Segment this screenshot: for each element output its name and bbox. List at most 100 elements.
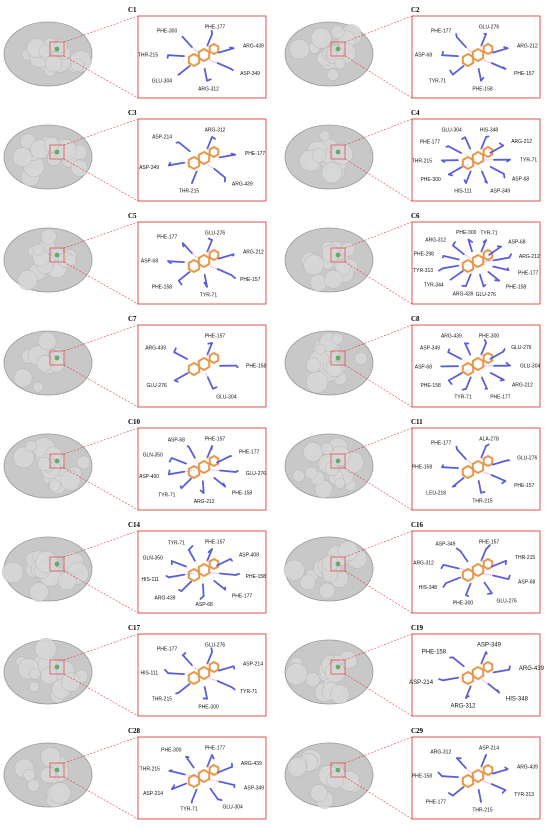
residue-stick	[168, 673, 184, 674]
panel-label: C28	[128, 727, 141, 735]
protein-surface	[2, 537, 92, 602]
protein-surface	[4, 228, 92, 292]
panel-c5: C5GLU-276ARG-212PHE-157TYR-71PHE-158ASP-…	[4, 212, 266, 304]
ligand-marker	[336, 665, 341, 670]
residue-label: GLU-276	[511, 345, 532, 351]
residue-label: PHE-158	[232, 490, 253, 496]
residue-label: PHE-177	[157, 235, 178, 241]
residue-stick	[236, 366, 238, 368]
ligand-marker	[336, 768, 341, 773]
residue-label: PHE-300	[420, 177, 441, 183]
residue-label: ARG-312	[450, 704, 476, 710]
residue-label: ARG-212	[519, 254, 540, 260]
residue-label: ASP-68	[508, 239, 525, 245]
residue-label: ASP-68	[141, 259, 158, 265]
panel-c10: C10PHE-157PHE-177GLU-276PHE-158ARG-212TY…	[4, 418, 266, 510]
residue-label: TYR-71	[429, 78, 446, 84]
residue-stick	[508, 576, 509, 579]
ligand-marker	[336, 150, 341, 155]
residue-stick	[501, 380, 504, 381]
panel-label: C8	[411, 315, 420, 323]
residue-stick	[504, 47, 507, 48]
residue-label: ARG-439	[453, 292, 474, 298]
residue-label: PHE-177	[245, 151, 266, 157]
residue-label: ARG-212	[194, 499, 215, 505]
residue-label: PHE-158	[412, 465, 433, 471]
residue-label: ARG-439	[517, 764, 538, 770]
ligand-marker	[55, 562, 60, 567]
residue-label: PHE-158	[422, 650, 447, 656]
protein-surface	[285, 640, 373, 704]
residue-stick	[176, 693, 179, 694]
panel-label: C14	[128, 521, 141, 529]
residue-label: ARG-212	[243, 249, 264, 255]
residue-label: ARG-439	[441, 334, 462, 340]
residue-stick	[234, 666, 235, 669]
residue-stick	[443, 256, 444, 258]
residue-label: THR-215	[138, 53, 159, 59]
residue-label: ASP-408	[239, 553, 259, 559]
zoom-box	[138, 737, 266, 819]
residue-stick	[486, 652, 487, 654]
residue-stick	[208, 343, 212, 344]
protein-surface	[4, 22, 92, 86]
residue-label: ASP-349	[240, 71, 260, 77]
residue-label: PHE-157	[479, 539, 500, 545]
residue-label: TYR-71	[200, 293, 217, 299]
residue-label: PHE-177	[420, 140, 441, 146]
residue-stick	[183, 243, 184, 246]
ligand-marker	[55, 356, 60, 361]
residue-label: ALA-278	[479, 436, 499, 442]
panel-label: C5	[128, 212, 137, 220]
residue-label: THR-215	[412, 158, 433, 164]
residue-stick	[175, 380, 178, 381]
protein-surface	[4, 434, 92, 498]
residue-label: PHE-300	[157, 29, 178, 35]
residue-label: ASP-214	[152, 135, 172, 141]
residue-label: PHE-158	[412, 774, 433, 780]
residue-label: TYR-344	[424, 283, 444, 289]
residue-stick	[169, 470, 170, 474]
residue-label: GLU-304	[152, 78, 173, 84]
residue-label: PHE-158	[152, 284, 173, 290]
residue-stick	[192, 180, 193, 183]
residue-stick	[236, 471, 238, 472]
residue-label: PHE-177	[232, 593, 253, 599]
residue-label: ASP-214	[243, 661, 263, 667]
residue-label: ASP-68	[518, 579, 535, 585]
ligand-marker	[336, 356, 341, 361]
panel-c2: C2GLU-276ARG-212PHE-157PHE-158TYR-71ASP-…	[285, 6, 540, 98]
residue-label: GLU-304	[442, 128, 463, 134]
panel-c16: C16PHE-157THR-215ASP-68GLU-276PHE-300HIS…	[284, 521, 540, 613]
residue-label: ASP-349	[477, 642, 502, 648]
residue-label: TYR-313	[514, 792, 534, 798]
residue-label: PHE-298	[414, 252, 435, 258]
residue-stick	[218, 799, 222, 800]
residue-label: ASP-214	[409, 680, 434, 686]
residue-stick	[485, 340, 486, 343]
residue-stick	[232, 154, 236, 155]
residue-label: ARG-439	[241, 761, 262, 767]
ligand-marker	[55, 47, 60, 52]
residue-label: ASP-68	[512, 176, 529, 182]
panel-c8: C8PHE-300GLU-276GLU-304ARG-212PHE-177TYR…	[285, 315, 541, 407]
residue-label: ASP-349	[420, 346, 440, 352]
residue-label: GLU-276	[246, 471, 267, 477]
residue-stick	[484, 285, 486, 286]
residue-stick	[485, 182, 487, 183]
residue-label: ARG-212	[517, 43, 538, 49]
residue-stick	[230, 48, 234, 49]
protein-surface	[285, 434, 373, 498]
panel-c17: C17GLU-276ASP-214TYR-71PHE-300THR-215HIS…	[4, 624, 266, 716]
residue-label: THR-215	[152, 696, 173, 702]
residue-label: TYR-71	[520, 158, 537, 164]
residue-label: GLU-276	[497, 598, 518, 604]
panel-label: C17	[128, 624, 141, 632]
ligand-marker	[336, 562, 341, 567]
residue-label: THR-215	[472, 808, 493, 814]
protein-surface	[4, 125, 92, 189]
panel-label: C7	[128, 315, 137, 323]
ligand-marker	[55, 459, 60, 464]
